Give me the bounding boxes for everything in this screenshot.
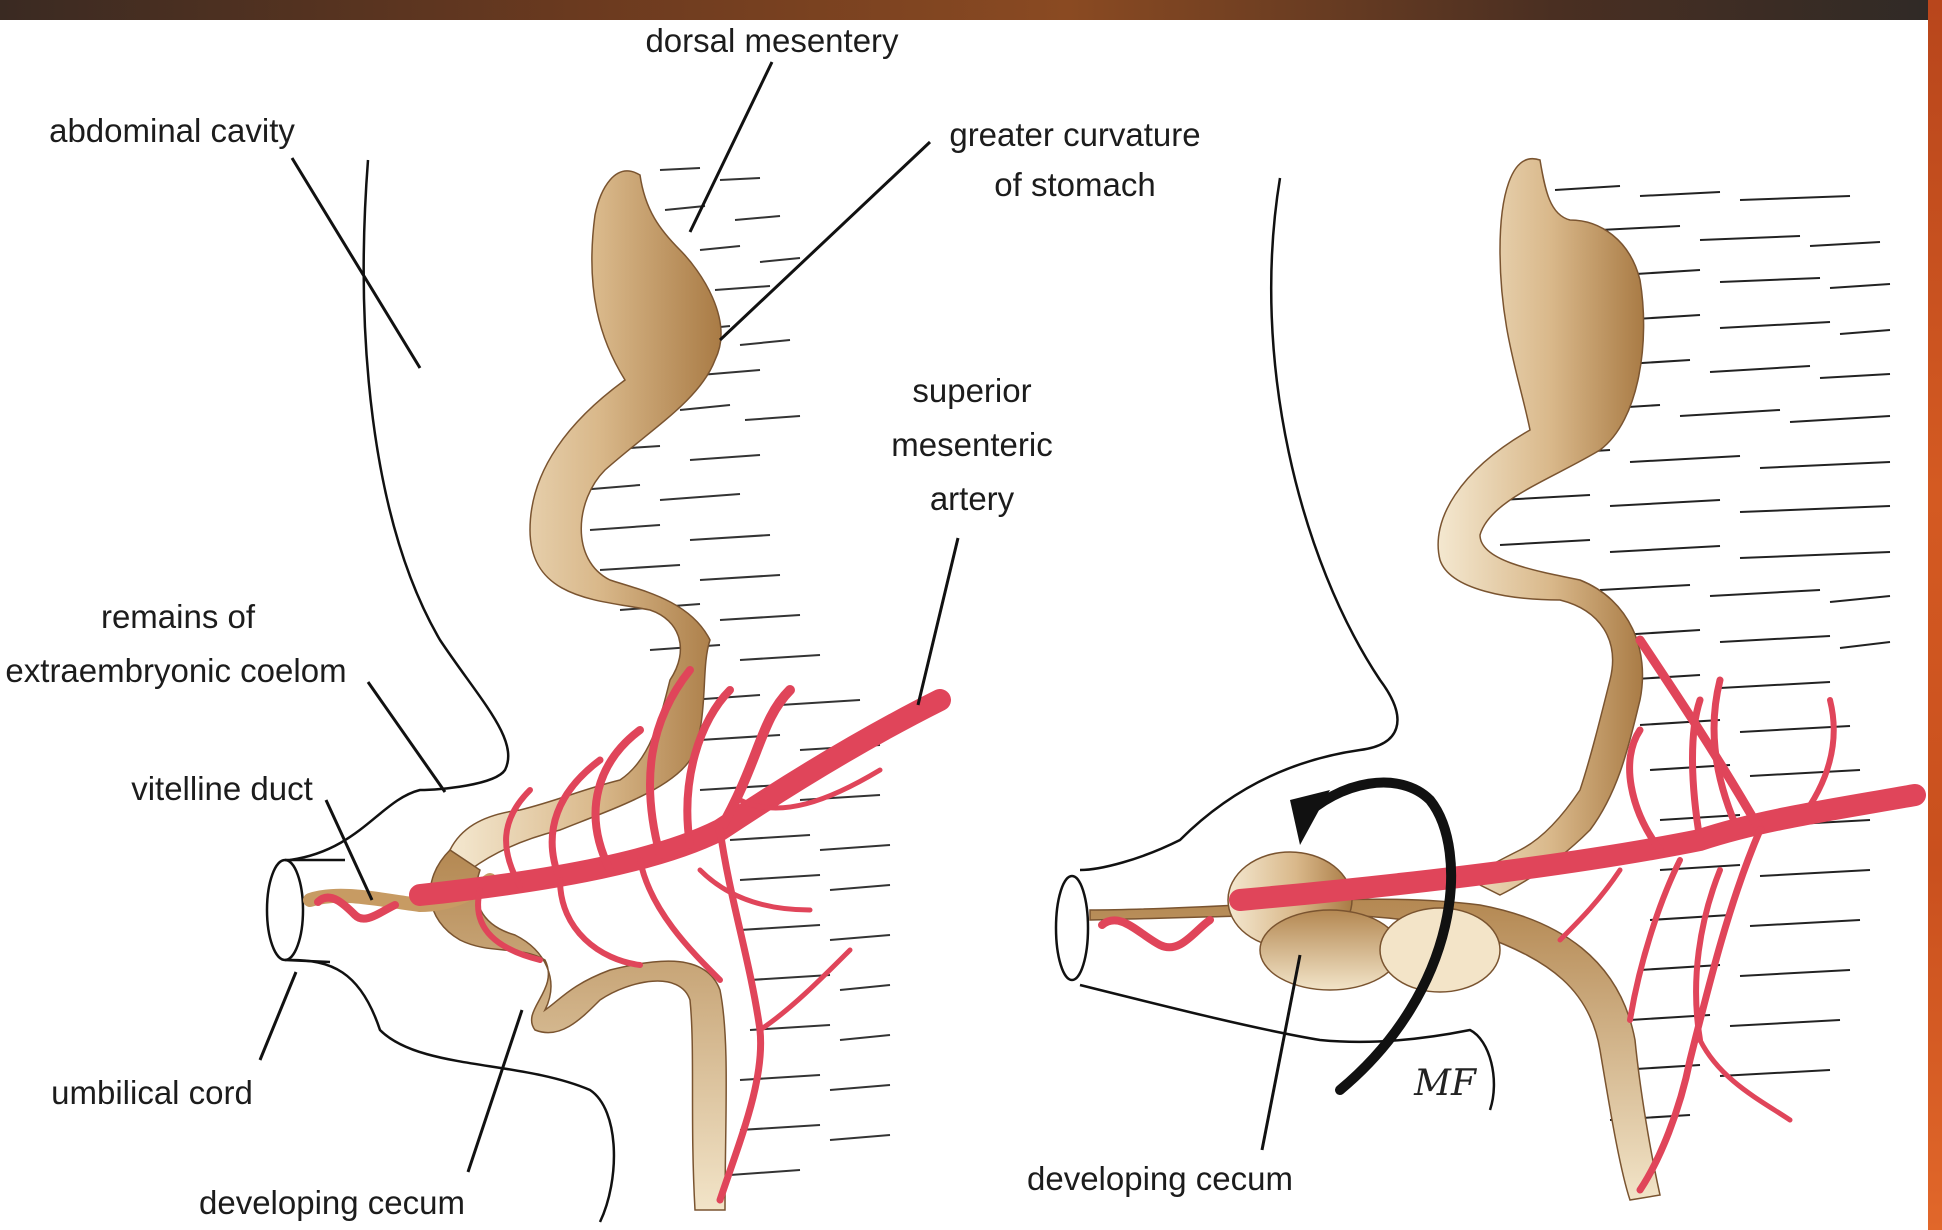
label-vitelline-duct: vitelline duct [131, 770, 313, 807]
right-stomach [1437, 157, 1645, 896]
right-cecum-bulge-lower [1259, 909, 1401, 991]
label-developing-cecum-right: developing cecum [1027, 1160, 1293, 1197]
illustrator-signature: MF [1413, 1063, 1478, 1104]
left-vitelline-artery [314, 893, 399, 923]
right-leader-developing-cecum [1260, 954, 1302, 1151]
left-umbilical-cord-opening [265, 858, 305, 962]
label-abdominal-cavity: abdominal cavity [49, 112, 295, 149]
label-umbilical-cord: umbilical cord [51, 1074, 253, 1111]
left-superior-mesenteric-artery [409, 666, 951, 1204]
label-sma-line2: mesenteric [891, 426, 1052, 463]
top-frame-bar [0, 0, 1942, 20]
right-body-wall-outline [1079, 177, 1399, 872]
rotation-arrow [1295, 777, 1457, 1095]
left-umbilical-lower-outline [289, 958, 616, 1223]
right-frame-edge [1928, 0, 1942, 1230]
label-sma-line1: superior [912, 372, 1031, 409]
right-umbilical-cord-opening [1054, 874, 1090, 982]
right-panel: developing cecum MF [1027, 157, 1926, 1201]
right-superior-mesenteric-artery [1229, 635, 1926, 1194]
label-greater-curvature-line2: of stomach [994, 166, 1155, 203]
left-panel: dorsal mesentery abdominal cavity greate… [5, 22, 1201, 1223]
label-dorsal-mesentery: dorsal mesentery [645, 22, 899, 59]
label-sma-line3: artery [930, 480, 1015, 517]
label-greater-curvature-line1: greater curvature [949, 116, 1200, 153]
right-umbilical-lower-outline [1079, 983, 1496, 1111]
left-stomach [449, 170, 722, 871]
label-remains-line2: extraembryonic coelom [5, 652, 346, 689]
label-developing-cecum-left: developing cecum [199, 1184, 465, 1221]
label-remains-line1: remains of [101, 598, 256, 635]
rotation-arrowhead [1290, 790, 1330, 845]
left-midgut-loop [429, 849, 727, 1211]
right-vitelline-artery [1098, 916, 1214, 952]
left-leader-lines [258, 61, 960, 1173]
left-body-wall-outline [289, 159, 510, 862]
